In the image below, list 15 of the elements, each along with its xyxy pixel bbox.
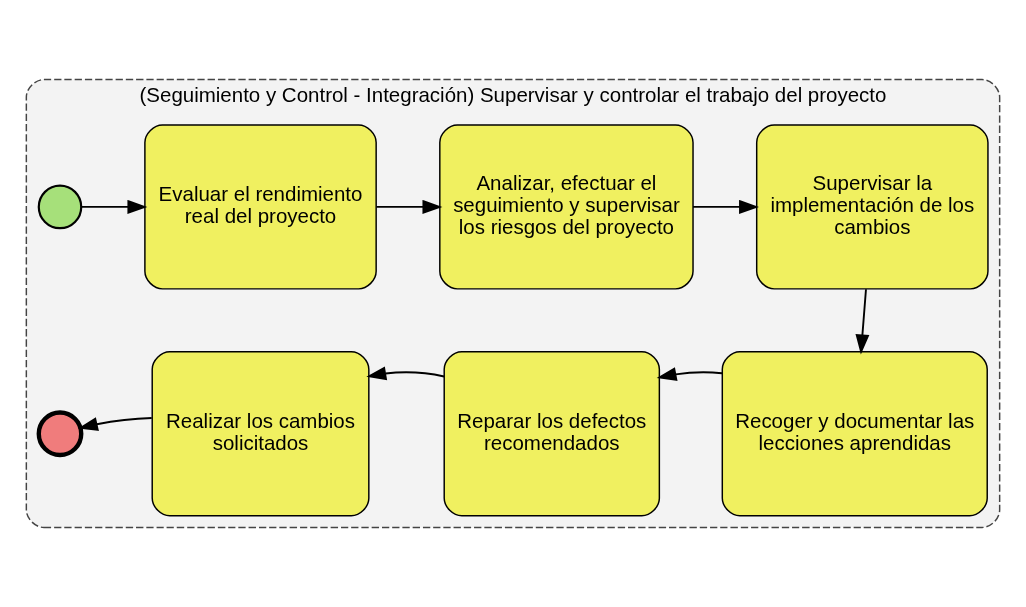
arrow xyxy=(366,366,446,381)
node-box: Recoger y documentar las lecciones aprendidas xyxy=(721,351,988,517)
arrow xyxy=(80,199,148,214)
arrow xyxy=(77,417,153,431)
arrow xyxy=(656,367,723,382)
arrow xyxy=(692,199,759,214)
arrow xyxy=(855,288,870,355)
node-circle xyxy=(36,410,84,458)
arrow xyxy=(375,199,443,214)
node-circle xyxy=(37,184,83,230)
node-box: Analizar, efectuar el seguimiento y supervisar los riesgos del proyecto xyxy=(439,124,694,290)
node-box: Realizar los cambios solicitados xyxy=(151,351,370,517)
node-box: Evaluar el rendimiento real del proyecto xyxy=(144,124,377,290)
node-box: Supervisar la implementación de los cambios xyxy=(755,124,989,290)
node-box: Reparar los defectos recomendados xyxy=(443,351,661,517)
